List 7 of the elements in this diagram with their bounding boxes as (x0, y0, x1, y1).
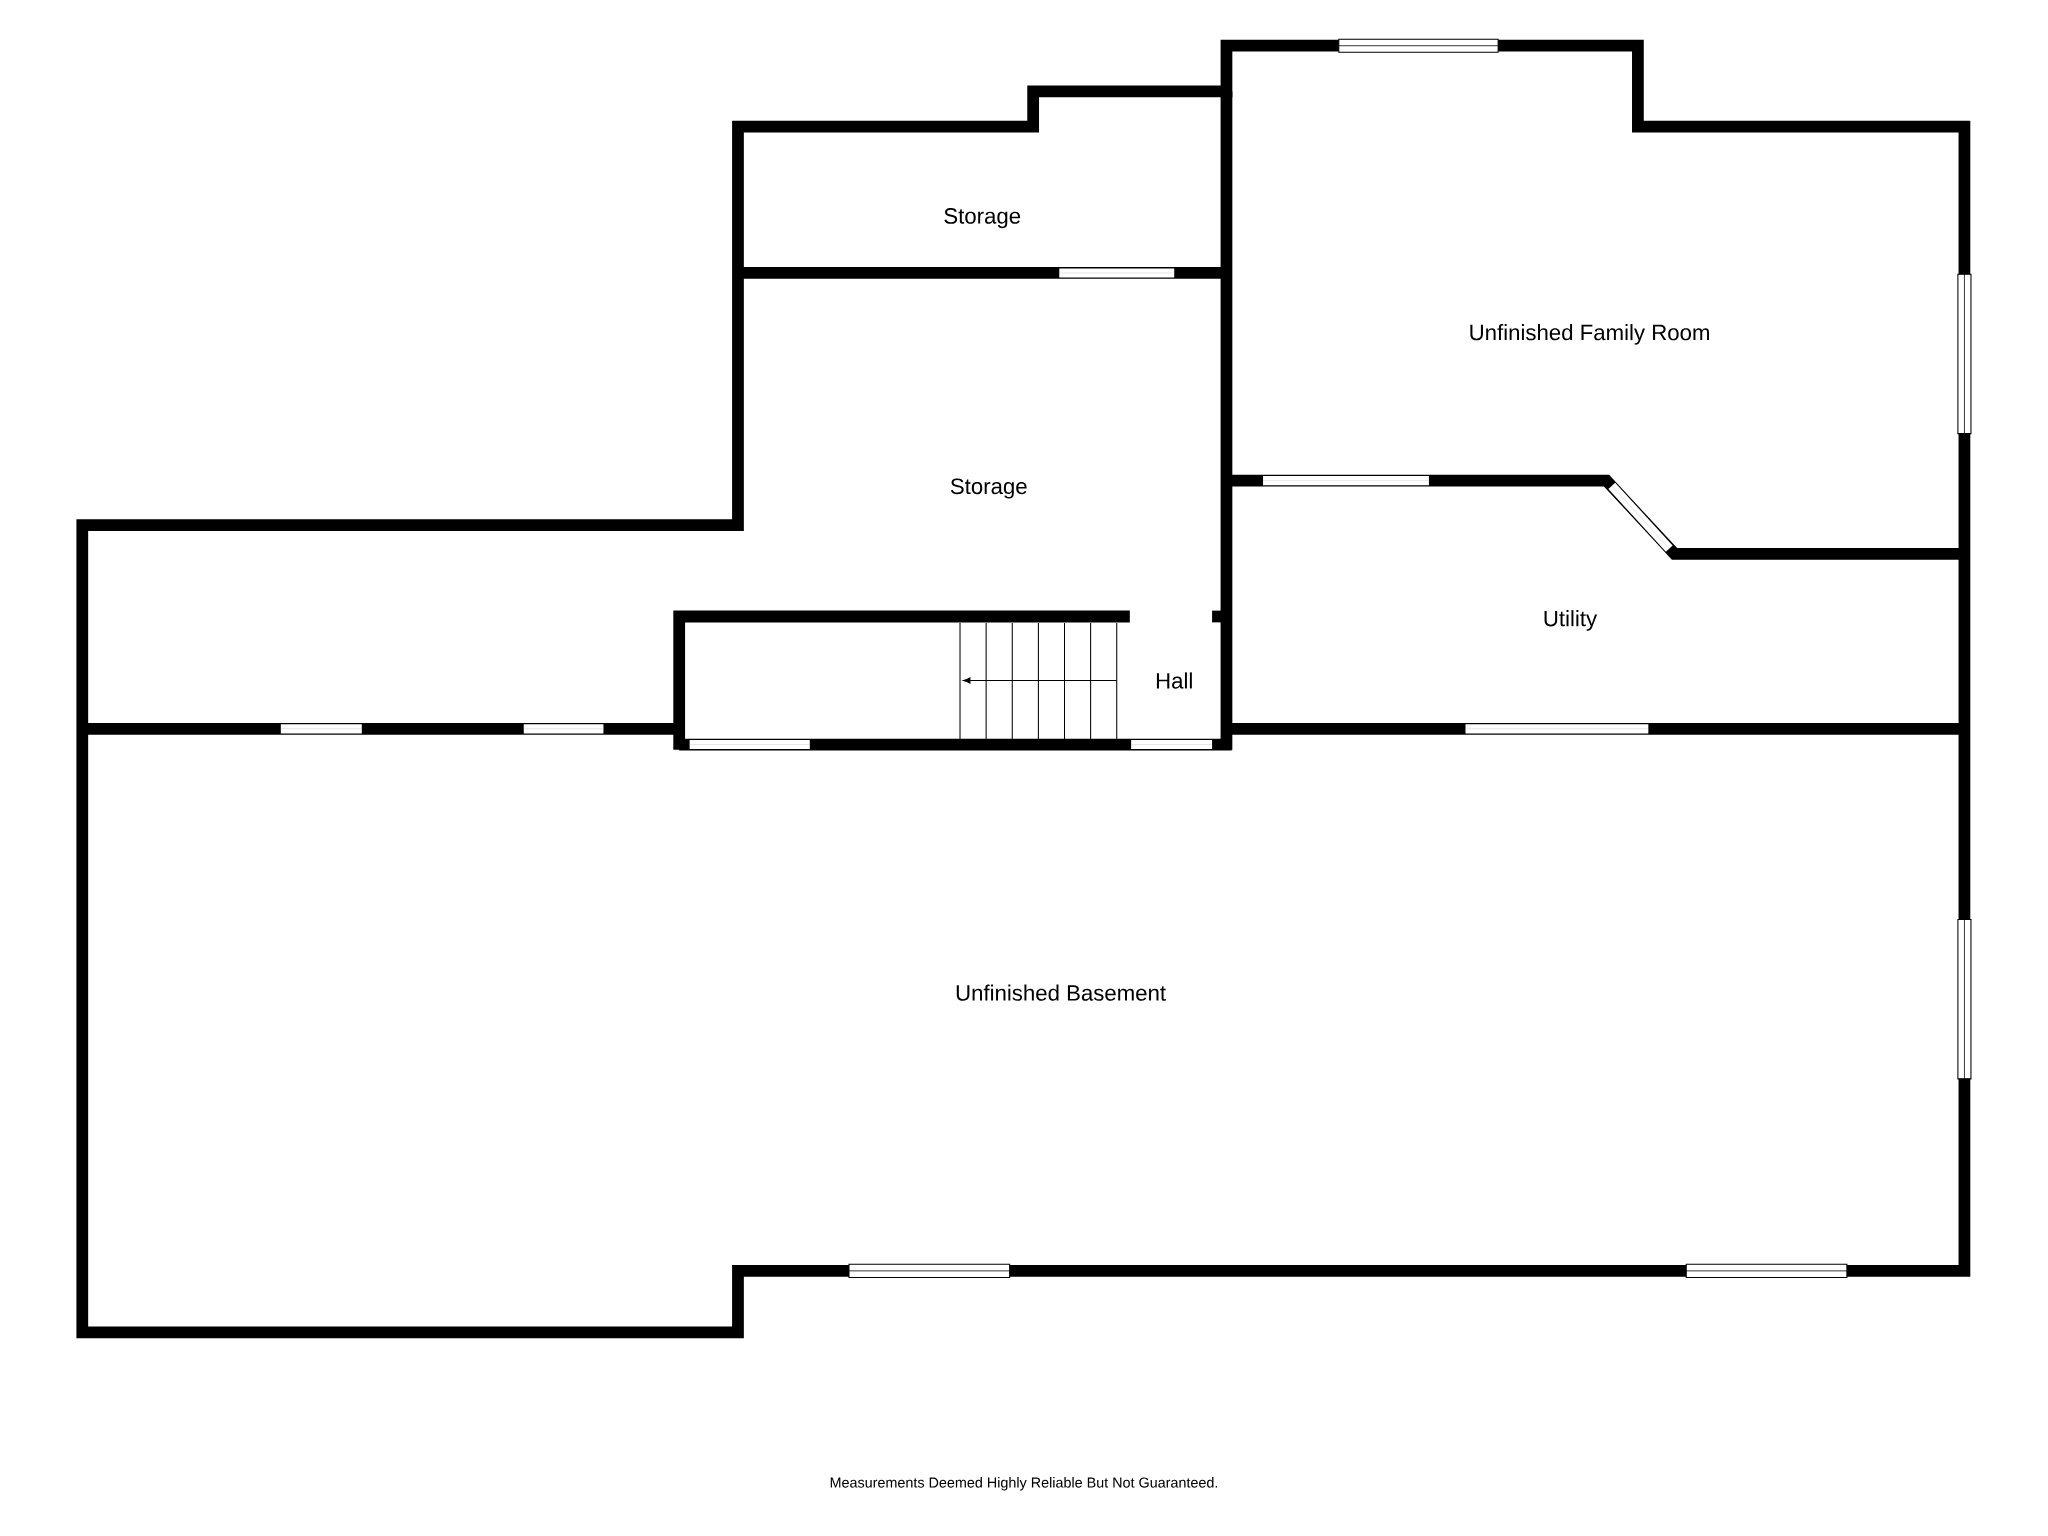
disclaimer-text: Measurements Deemed Highly Reliable But Not Guaranteed. (830, 1477, 1218, 1491)
room-label: Storage (944, 208, 1021, 229)
room-label: Unfinished Family Room (1470, 324, 1709, 345)
room-label: Unfinished Basement (956, 984, 1166, 1001)
room-label: Hall (1156, 672, 1192, 689)
room-label: Utility (1544, 610, 1598, 631)
room-label: Storage (950, 478, 1027, 499)
